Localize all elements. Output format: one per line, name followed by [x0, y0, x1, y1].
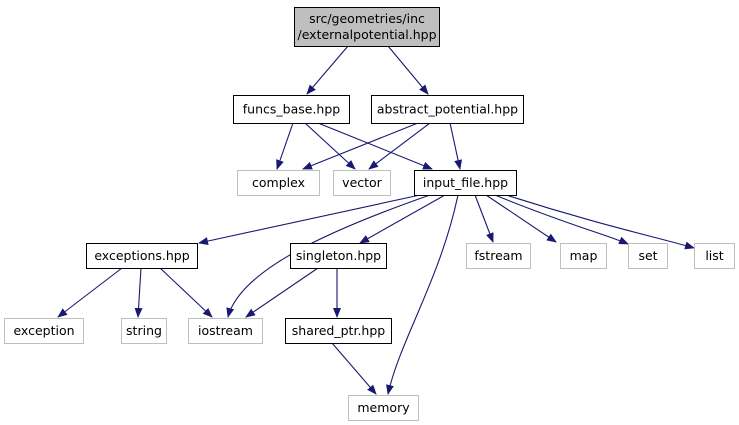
- node-label: input_file.hpp: [423, 175, 508, 190]
- node-complex: complex: [237, 170, 320, 196]
- node-input-file[interactable]: input_file.hpp: [414, 170, 517, 196]
- node-set: set: [628, 243, 668, 269]
- node-string: string: [121, 318, 167, 344]
- edge-abstract_potential-to-input_file: [449, 122, 462, 170]
- node-root[interactable]: src/geometries/inc/externalpotential.hpp: [294, 7, 440, 47]
- edge-input_file-to-fstream: [474, 194, 494, 243]
- node-shared-ptr[interactable]: shared_ptr.hpp: [285, 318, 392, 344]
- node-map: map: [560, 243, 607, 269]
- edge-input_file-to-memory: [386, 194, 459, 395]
- edge-funcs_base-to-input_file: [317, 122, 433, 170]
- node-box: [371, 95, 524, 124]
- edge-root-to-funcs_base: [306, 45, 349, 95]
- node-box: [414, 170, 517, 196]
- edge-exceptions-to-exception: [57, 267, 123, 318]
- node-label: set: [638, 248, 657, 263]
- node-box: [237, 170, 320, 196]
- edge-input_file-to-list: [505, 194, 695, 250]
- node-label: /externalpotential.hpp: [297, 27, 436, 42]
- node-label: exception: [13, 323, 74, 338]
- node-exception: exception: [4, 318, 84, 344]
- edge-input_file-to-exceptions: [198, 194, 421, 245]
- node-box: [294, 7, 440, 47]
- node-singleton[interactable]: singleton.hpp: [290, 243, 387, 269]
- edge-input_file-to-map: [485, 194, 557, 243]
- node-box: [333, 170, 391, 196]
- node-box: [233, 95, 350, 124]
- node-label: abstract_potential.hpp: [377, 102, 518, 117]
- node-label: vector: [342, 175, 383, 190]
- edge-exceptions-to-iostream: [159, 267, 213, 318]
- node-label: exceptions.hpp: [94, 248, 189, 263]
- node-memory: memory: [348, 395, 419, 421]
- node-box: [290, 243, 387, 269]
- node-box: [466, 243, 531, 269]
- node-label: src/geometries/inc: [309, 11, 425, 26]
- node-box: [86, 243, 198, 269]
- node-label: fstream: [474, 248, 522, 263]
- node-box: [188, 318, 263, 344]
- node-label: shared_ptr.hpp: [292, 323, 385, 338]
- edge-funcs_base-to-complex: [276, 122, 294, 170]
- node-label: funcs_base.hpp: [243, 102, 341, 117]
- node-vector: vector: [333, 170, 391, 196]
- edge-exceptions-to-string: [134, 267, 143, 318]
- nodes-layer: src/geometries/inc/externalpotential.hpp…: [4, 7, 735, 421]
- edge-root-to-abstract_potential: [387, 45, 429, 95]
- node-label: list: [705, 248, 723, 263]
- node-exceptions[interactable]: exceptions.hpp: [86, 243, 198, 269]
- node-label: singleton.hpp: [296, 248, 381, 263]
- node-box: [348, 395, 419, 421]
- node-iostream: iostream: [188, 318, 263, 344]
- node-abstract-potential[interactable]: abstract_potential.hpp: [371, 95, 524, 124]
- node-label: string: [126, 323, 162, 338]
- node-label: map: [570, 248, 598, 263]
- node-box: [285, 318, 392, 344]
- edge-shared_ptr-to-memory: [331, 342, 377, 395]
- node-label: memory: [357, 400, 410, 415]
- node-box: [560, 243, 607, 269]
- node-box: [694, 243, 735, 269]
- edge-abstract_potential-to-vector: [368, 122, 431, 170]
- node-box: [628, 243, 668, 269]
- edge-input_file-to-singleton: [359, 194, 446, 244]
- node-fstream: fstream: [466, 243, 531, 269]
- edge-input_file-to-set: [494, 194, 629, 245]
- edge-funcs_base-to-vector: [304, 122, 356, 170]
- node-box: [121, 318, 167, 344]
- node-box: [4, 318, 84, 344]
- node-label: iostream: [198, 323, 253, 338]
- node-label: complex: [252, 175, 305, 190]
- edge-singleton-to-iostream: [245, 267, 319, 318]
- node-funcs-base[interactable]: funcs_base.hpp: [233, 95, 350, 124]
- edge-abstract_potential-to-complex: [302, 122, 419, 170]
- node-list: list: [694, 243, 735, 269]
- edges-layer: [57, 45, 695, 395]
